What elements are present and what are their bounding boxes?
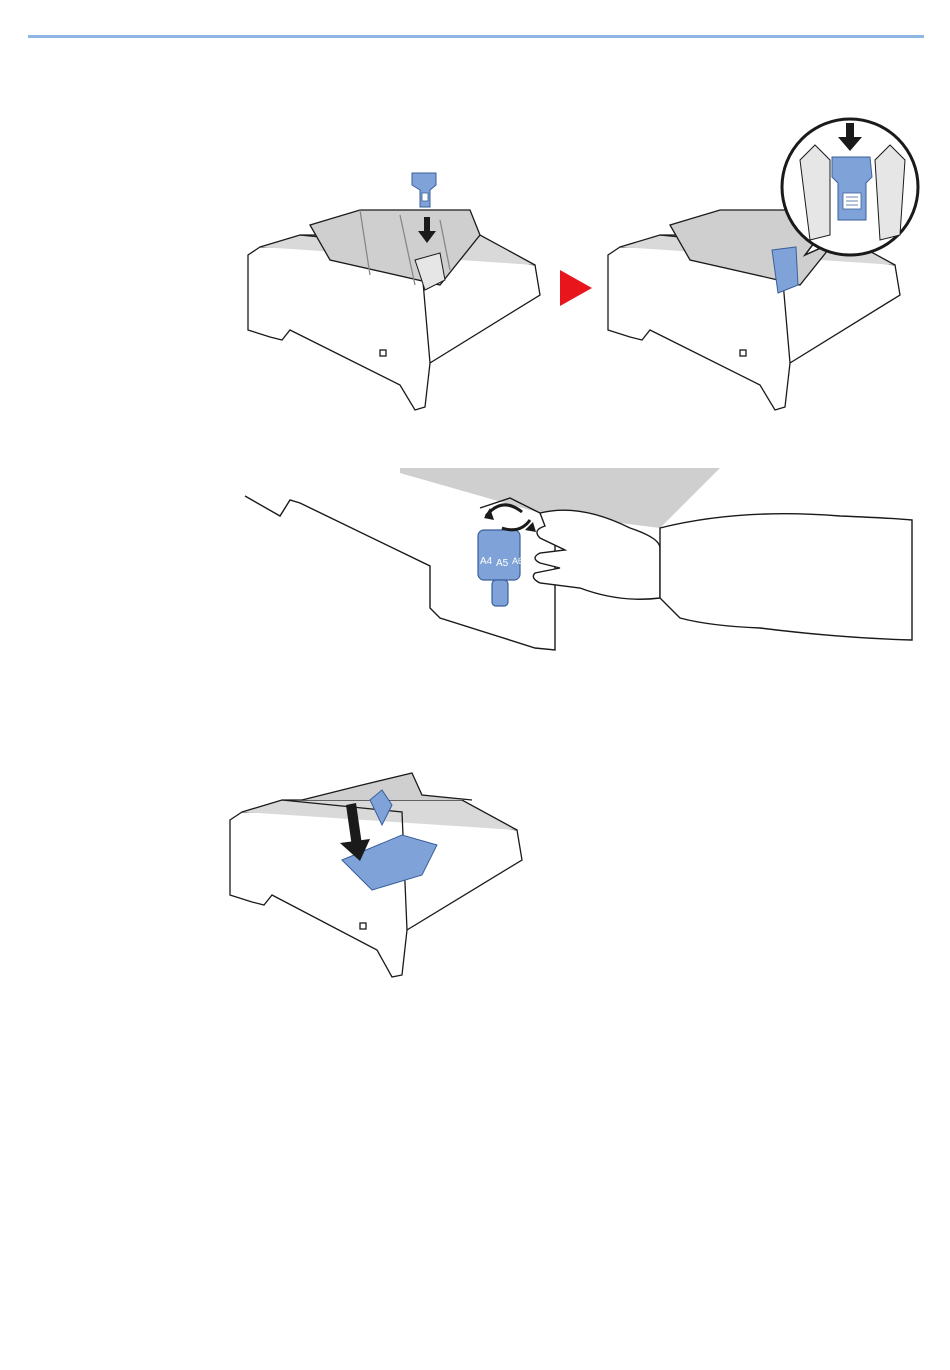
size-dial-illustration: A4 A5 A6	[240, 468, 920, 658]
hand-icon	[533, 510, 912, 640]
tray-stopper-after-illustration	[600, 115, 930, 415]
header-rule	[28, 35, 924, 38]
tray-stopper-before-illustration	[240, 165, 560, 415]
red-step-arrow-icon	[558, 268, 594, 308]
tray-press-plate-illustration	[222, 765, 542, 980]
dial-label-a5: A5	[496, 558, 509, 569]
dial-label-a6: A6	[512, 556, 523, 566]
stopper-icon	[412, 173, 436, 207]
dial-label-a4: A4	[480, 556, 493, 567]
zoom-callout	[782, 119, 918, 255]
